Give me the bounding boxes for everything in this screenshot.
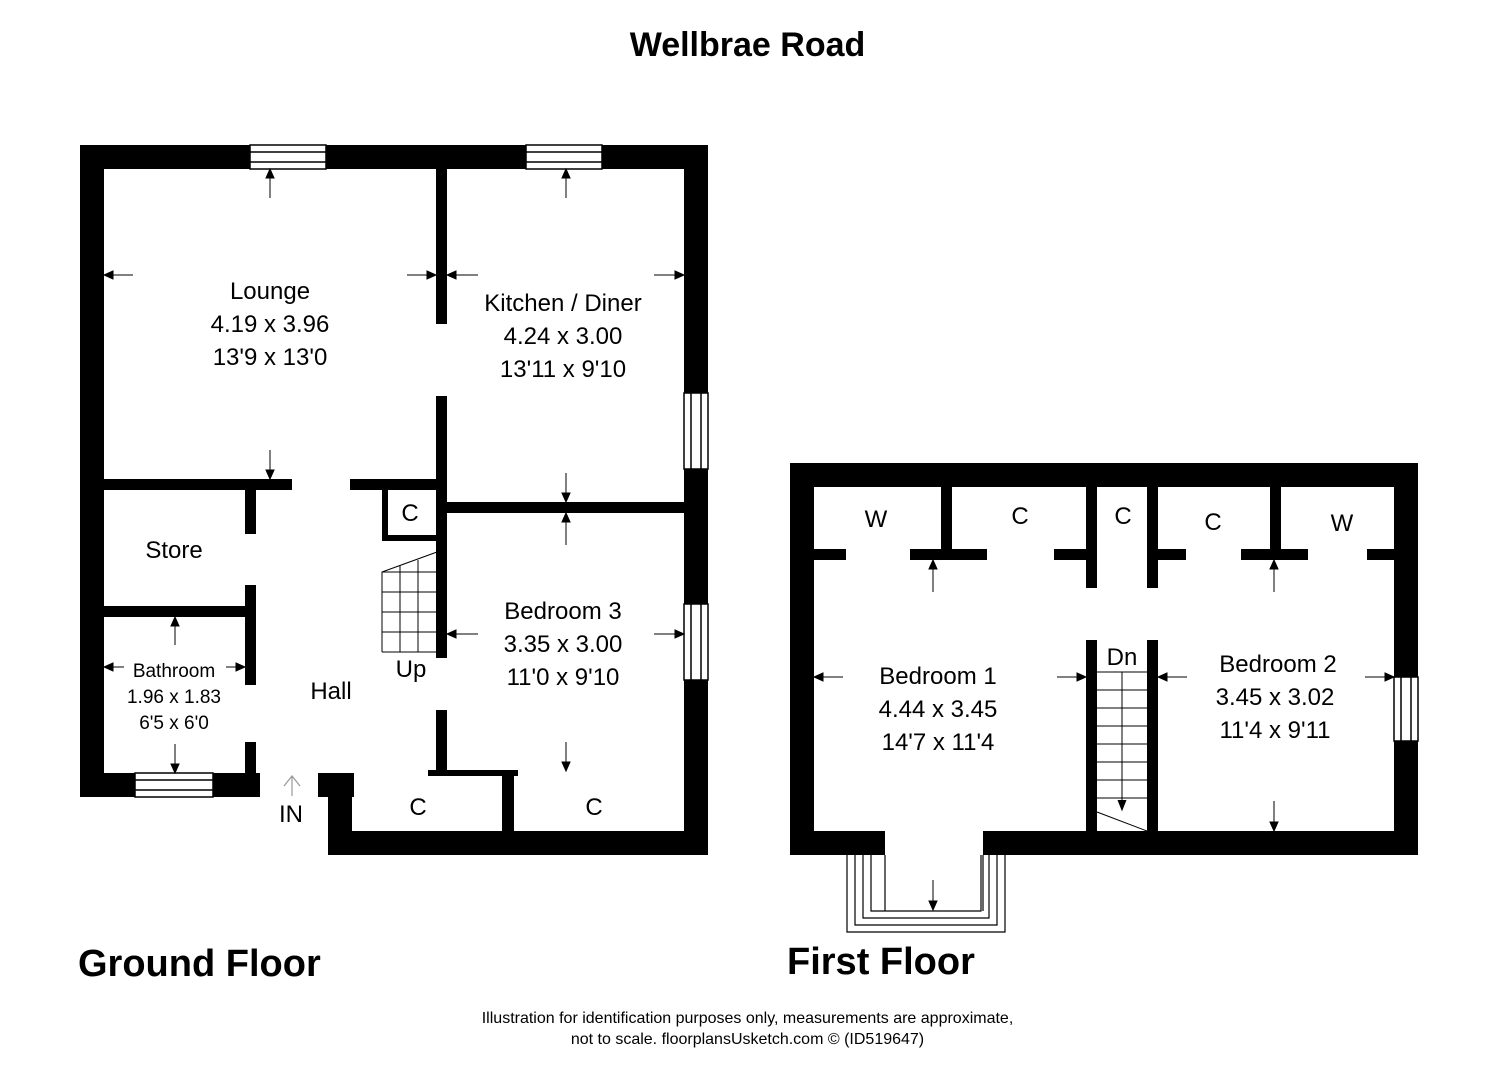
entrance-label: IN xyxy=(279,801,303,828)
stairs-up-label: Up xyxy=(396,656,427,683)
first-floor-dimension-arrows xyxy=(812,558,1396,912)
cupboard-label: C xyxy=(585,794,602,821)
store-label: Store xyxy=(145,537,202,564)
ground-floor-plan: Lounge 4.19 x 3.96 13'9 x 13'0 Kitchen /… xyxy=(80,144,709,855)
room-imperial: 6'5 x 6'0 xyxy=(139,713,209,734)
room-name: Bedroom 3 xyxy=(504,598,621,625)
kitchen-diner-label: Kitchen / Diner 4.24 x 3.00 13'11 x 9'10 xyxy=(484,290,641,383)
first-floor-windows xyxy=(1393,676,1419,742)
wardrobe-label: W xyxy=(865,506,888,533)
first-floor-label: First Floor xyxy=(787,941,975,983)
ground-floor-stairs xyxy=(381,551,438,653)
disclaimer-line-2: not to scale. floorplansUsketch.com © (I… xyxy=(570,1031,925,1048)
bedroom-1-label: Bedroom 1 4.44 x 3.45 14'7 x 11'4 xyxy=(879,663,998,756)
stairs-down-label: Dn xyxy=(1107,644,1138,671)
room-metric: 3.35 x 3.00 xyxy=(504,631,623,658)
room-name: Kitchen / Diner xyxy=(484,290,641,317)
cupboard-label: C xyxy=(1011,503,1028,530)
cupboard-label: C xyxy=(401,500,418,527)
room-imperial: 13'11 x 9'10 xyxy=(500,356,626,383)
ground-floor-dimension-arrows xyxy=(102,167,686,775)
room-metric: 4.24 x 3.00 xyxy=(504,323,623,350)
disclaimer-line-1: Illustration for identification purposes… xyxy=(481,1010,1014,1027)
room-metric: 4.44 x 3.45 xyxy=(879,696,998,723)
entrance-arrow-icon xyxy=(283,775,301,796)
ground-floor-windows xyxy=(134,144,709,798)
cupboard-label: C xyxy=(1204,509,1221,536)
room-metric: 1.96 x 1.83 xyxy=(127,687,221,708)
first-floor-walls xyxy=(790,463,1418,855)
first-floor-stairs xyxy=(1096,671,1148,832)
ground-floor-label: Ground Floor xyxy=(78,943,321,985)
room-metric: 3.45 x 3.02 xyxy=(1216,684,1335,711)
cupboard-label: C xyxy=(1114,503,1131,530)
lounge-label: Lounge 4.19 x 3.96 13'9 x 13'0 xyxy=(211,278,330,371)
room-name: Bathroom xyxy=(133,661,215,682)
bedroom-2-label: Bedroom 2 3.45 x 3.02 11'4 x 9'11 xyxy=(1216,651,1337,744)
room-name: Bedroom 2 xyxy=(1219,651,1336,678)
first-floor-plan: Bedroom 1 4.44 x 3.45 14'7 x 11'4 Bedroo… xyxy=(790,463,1419,933)
room-name: Bedroom 1 xyxy=(879,663,996,690)
room-imperial: 11'4 x 9'11 xyxy=(1219,717,1330,744)
bathroom-label: Bathroom 1.96 x 1.83 6'5 x 6'0 xyxy=(127,661,221,734)
bay-window xyxy=(846,855,1006,933)
ground-floor-walls xyxy=(80,145,708,855)
room-metric: 4.19 x 3.96 xyxy=(211,311,330,338)
room-imperial: 13'9 x 13'0 xyxy=(213,344,328,371)
hall-label: Hall xyxy=(310,678,351,705)
bedroom-3-label: Bedroom 3 3.35 x 3.00 11'0 x 9'10 xyxy=(504,598,623,691)
room-imperial: 14'7 x 11'4 xyxy=(882,729,995,756)
cupboard-label: C xyxy=(409,794,426,821)
room-name: Lounge xyxy=(230,278,310,305)
wardrobe-label: W xyxy=(1331,510,1354,537)
room-imperial: 11'0 x 9'10 xyxy=(507,664,620,691)
plan-title: Wellbrae Road xyxy=(629,26,866,64)
